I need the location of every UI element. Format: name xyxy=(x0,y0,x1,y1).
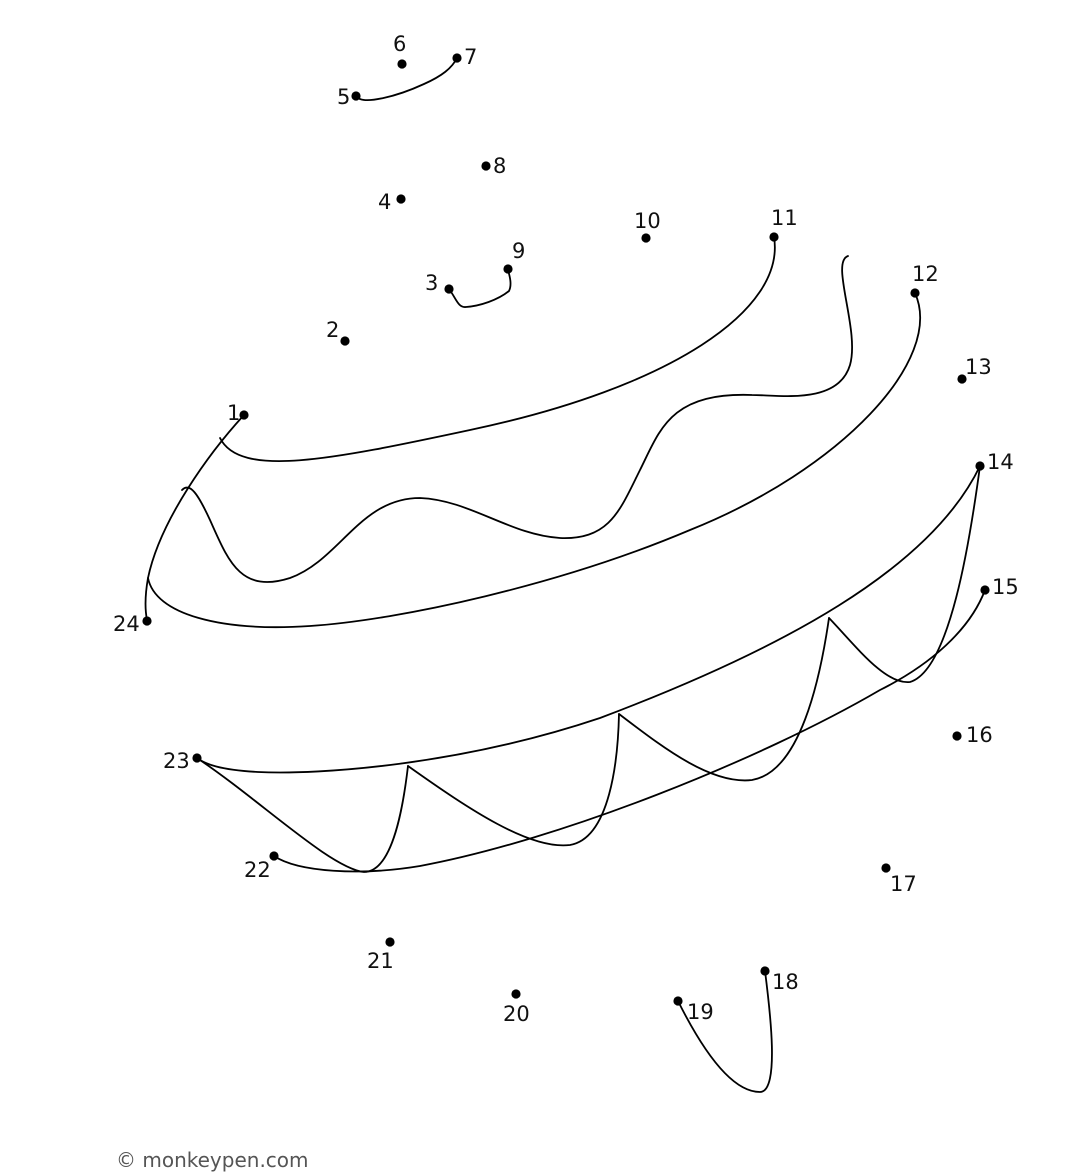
dot-label-2: 2 xyxy=(326,318,339,342)
line-art xyxy=(144,57,986,1093)
dot-label-7: 7 xyxy=(464,45,477,69)
dot-label-9: 9 xyxy=(512,239,525,263)
wrapper-scallop-1 xyxy=(196,757,409,873)
dot-19 xyxy=(673,996,683,1006)
cherry-bottom-curve xyxy=(448,269,512,308)
frosting-lower-curve xyxy=(147,292,921,629)
dot-label-3: 3 xyxy=(425,271,438,295)
dot-18 xyxy=(760,966,770,976)
dot-label-20: 20 xyxy=(503,1002,530,1026)
dot-11 xyxy=(769,232,779,242)
frosting-left-edge xyxy=(144,414,245,621)
dot-3 xyxy=(444,284,454,294)
dot-13 xyxy=(957,374,967,384)
dot-9 xyxy=(503,264,513,274)
dot-20 xyxy=(511,989,521,999)
wrapper-scallop-3 xyxy=(618,617,830,782)
dot-22 xyxy=(269,851,279,861)
dot-21 xyxy=(385,937,395,947)
frosting-upper-curve xyxy=(219,236,776,463)
dot-15 xyxy=(980,585,990,595)
dot-1 xyxy=(239,410,249,420)
dot-label-24: 24 xyxy=(113,612,140,636)
dot-label-12: 12 xyxy=(912,262,939,286)
dot-23 xyxy=(192,753,202,763)
dot-label-1: 1 xyxy=(227,401,240,425)
dot-label-11: 11 xyxy=(771,206,798,230)
dot-12 xyxy=(910,288,920,298)
dot-label-16: 16 xyxy=(966,723,993,747)
dot-label-22: 22 xyxy=(244,858,271,882)
frosting-drip-wave xyxy=(181,255,853,583)
dot-7 xyxy=(452,53,462,63)
base-curve xyxy=(677,970,773,1093)
dot-label-23: 23 xyxy=(163,749,190,773)
dot-label-21: 21 xyxy=(367,949,394,973)
wrapper-scallop-4 xyxy=(828,465,981,683)
dot-label-8: 8 xyxy=(493,154,506,178)
dot-14 xyxy=(975,461,985,471)
stem-curve xyxy=(355,57,458,101)
dot-label-13: 13 xyxy=(965,355,992,379)
dot-17 xyxy=(881,863,891,873)
dot-5 xyxy=(351,91,361,101)
dot-label-17: 17 xyxy=(890,872,917,896)
dot-6 xyxy=(397,59,407,69)
wrapper-top-edge xyxy=(196,465,981,774)
dot-24 xyxy=(142,616,152,626)
dot-label-18: 18 xyxy=(772,970,799,994)
wrapper-bottom-edge xyxy=(273,589,986,873)
dot-label-14: 14 xyxy=(987,450,1014,474)
dot-8 xyxy=(481,161,491,171)
dot-2 xyxy=(340,336,350,346)
dot-label-10: 10 xyxy=(634,209,661,233)
wrapper-scallop-2 xyxy=(407,713,620,847)
dot-label-6: 6 xyxy=(393,32,406,56)
dot-10 xyxy=(641,233,651,243)
copyright-text: © monkeypen.com xyxy=(116,1148,309,1172)
dot-label-19: 19 xyxy=(687,1000,714,1024)
dot-label-5: 5 xyxy=(337,85,350,109)
dot-4 xyxy=(396,194,406,204)
dot-label-15: 15 xyxy=(992,575,1019,599)
dot-label-4: 4 xyxy=(378,190,391,214)
dot-16 xyxy=(952,731,962,741)
